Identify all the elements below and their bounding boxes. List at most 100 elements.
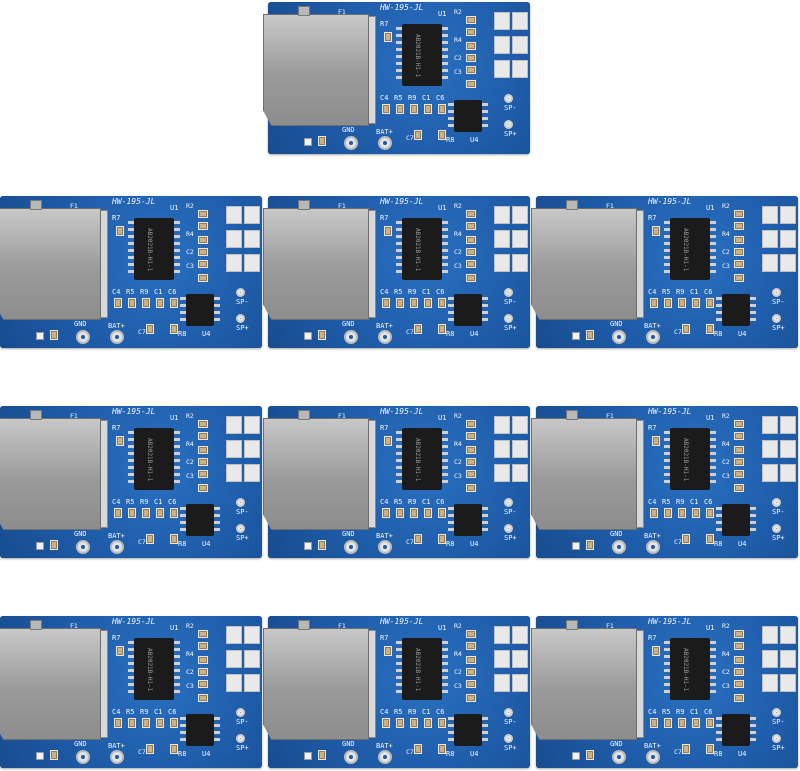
smd-component — [318, 750, 326, 760]
resistor-r9 — [678, 718, 686, 728]
solder-pad — [494, 254, 510, 272]
label-c2: C2 — [722, 458, 730, 466]
ic-marking: AB2021B-H1-1 — [414, 648, 421, 692]
resistor-r8 — [706, 744, 714, 754]
resistor-r5 — [664, 298, 672, 308]
label-gnd: GND — [74, 320, 87, 328]
smd-component — [734, 420, 744, 428]
amplifier-ic-u4 — [448, 294, 488, 326]
label-u1: U1 — [438, 624, 447, 632]
led-indicator — [36, 332, 44, 340]
sp-plus-hole — [504, 314, 513, 323]
decoder-ic-u1: AB2021B-H1-1 — [396, 428, 448, 490]
ic-marking: AB2021B-H1-1 — [146, 648, 153, 692]
label-bat: BAT+ — [644, 322, 661, 330]
capacitor-c4 — [382, 718, 390, 728]
label-c1: C1 — [154, 498, 163, 506]
label-bat: BAT+ — [376, 128, 393, 136]
resistor-r7 — [652, 646, 660, 656]
solder-pad — [226, 230, 242, 248]
resistor-r5 — [664, 508, 672, 518]
solder-pad — [762, 230, 778, 248]
label-c2: C2 — [454, 248, 462, 256]
solder-pad — [780, 626, 796, 644]
capacitor-c1 — [156, 508, 164, 518]
label-c3: C3 — [454, 472, 462, 480]
capacitor-c7 — [414, 744, 422, 754]
smd-component — [466, 248, 476, 256]
label-r2: R2 — [454, 412, 462, 420]
label-c7: C7 — [674, 748, 682, 756]
solder-pad — [494, 464, 510, 482]
ic-pins-right — [214, 297, 220, 323]
capacitor-c6 — [438, 508, 446, 518]
smd-component — [466, 432, 476, 440]
ic-marking: AB2021B-H1-1 — [682, 438, 689, 482]
label-r2: R2 — [186, 622, 194, 630]
solder-pad — [762, 206, 778, 224]
ic-pins-left — [448, 507, 454, 533]
solder-pad — [780, 650, 796, 668]
capacitor-c6 — [170, 508, 178, 518]
smd-component — [586, 540, 594, 550]
ic-pins-left — [448, 103, 454, 129]
board-model-label: HW-195-JL — [648, 617, 692, 626]
amplifier-ic-u4 — [448, 100, 488, 132]
gnd-pad — [76, 330, 90, 344]
label-sp-minus: SP- — [504, 718, 517, 726]
solder-pad — [762, 254, 778, 272]
label-sp-plus: SP+ — [236, 534, 249, 542]
capacitor-c1 — [424, 508, 432, 518]
label-c6: C6 — [704, 498, 713, 506]
ic-pins-right — [482, 103, 488, 129]
sd-card-latch — [30, 200, 42, 210]
label-c3: C3 — [454, 262, 462, 270]
solder-pad — [512, 416, 528, 434]
decoder-ic-u1: AB2021B-H1-1 — [396, 638, 448, 700]
smd-component — [734, 446, 744, 454]
micro-sd-card — [0, 418, 101, 530]
sd-card-latch — [298, 200, 310, 210]
ic-marking: AB2021B-H1-1 — [146, 228, 153, 272]
solder-pad — [226, 254, 242, 272]
label-u4: U4 — [470, 540, 479, 548]
mp3-decoder-board-2: HW-195-JL F1 R7 U1 R2 R4 C2 C3 AB2021B-H… — [0, 196, 262, 348]
smd-component — [734, 656, 744, 664]
label-u1: U1 — [706, 624, 715, 632]
sd-card-latch — [566, 410, 578, 420]
sp-plus-hole — [236, 734, 245, 743]
solder-pad — [512, 650, 528, 668]
ic-pins-left — [180, 507, 186, 533]
board-model-label: HW-195-JL — [380, 197, 424, 206]
solder-pad — [244, 206, 260, 224]
label-u4: U4 — [202, 330, 211, 338]
solder-pad — [494, 626, 510, 644]
label-sp-plus: SP+ — [504, 130, 517, 138]
gnd-pad — [344, 330, 358, 344]
resistor-r5 — [128, 508, 136, 518]
capacitor-c6 — [706, 718, 714, 728]
label-r7: R7 — [648, 634, 657, 642]
ic-marking: AB2021B-H1-1 — [146, 438, 153, 482]
bat-pad — [646, 330, 660, 344]
ic-pins-left — [396, 641, 402, 697]
label-r4: R4 — [722, 440, 730, 448]
capacitor-c7 — [146, 324, 154, 334]
ic-marking: AB2021B-H1-1 — [414, 34, 421, 78]
smd-component — [466, 668, 476, 676]
label-r4: R4 — [186, 440, 194, 448]
label-c3: C3 — [722, 472, 730, 480]
label-c4: C4 — [380, 498, 389, 506]
smd-component — [198, 630, 208, 638]
capacitor-c1 — [692, 718, 700, 728]
board-model-label: HW-195-JL — [112, 197, 156, 206]
board-model-label: HW-195-JL — [380, 617, 424, 626]
smd-component — [198, 446, 208, 454]
solder-pad — [780, 674, 796, 692]
capacitor-c1 — [156, 298, 164, 308]
mp3-decoder-board-9: HW-195-JL F1 R7 U1 R2 R4 C2 C3 AB2021B-H… — [263, 616, 530, 768]
label-bat: BAT+ — [644, 742, 661, 750]
resistor-r9 — [410, 298, 418, 308]
smd-component — [198, 236, 208, 244]
label-bat: BAT+ — [376, 532, 393, 540]
